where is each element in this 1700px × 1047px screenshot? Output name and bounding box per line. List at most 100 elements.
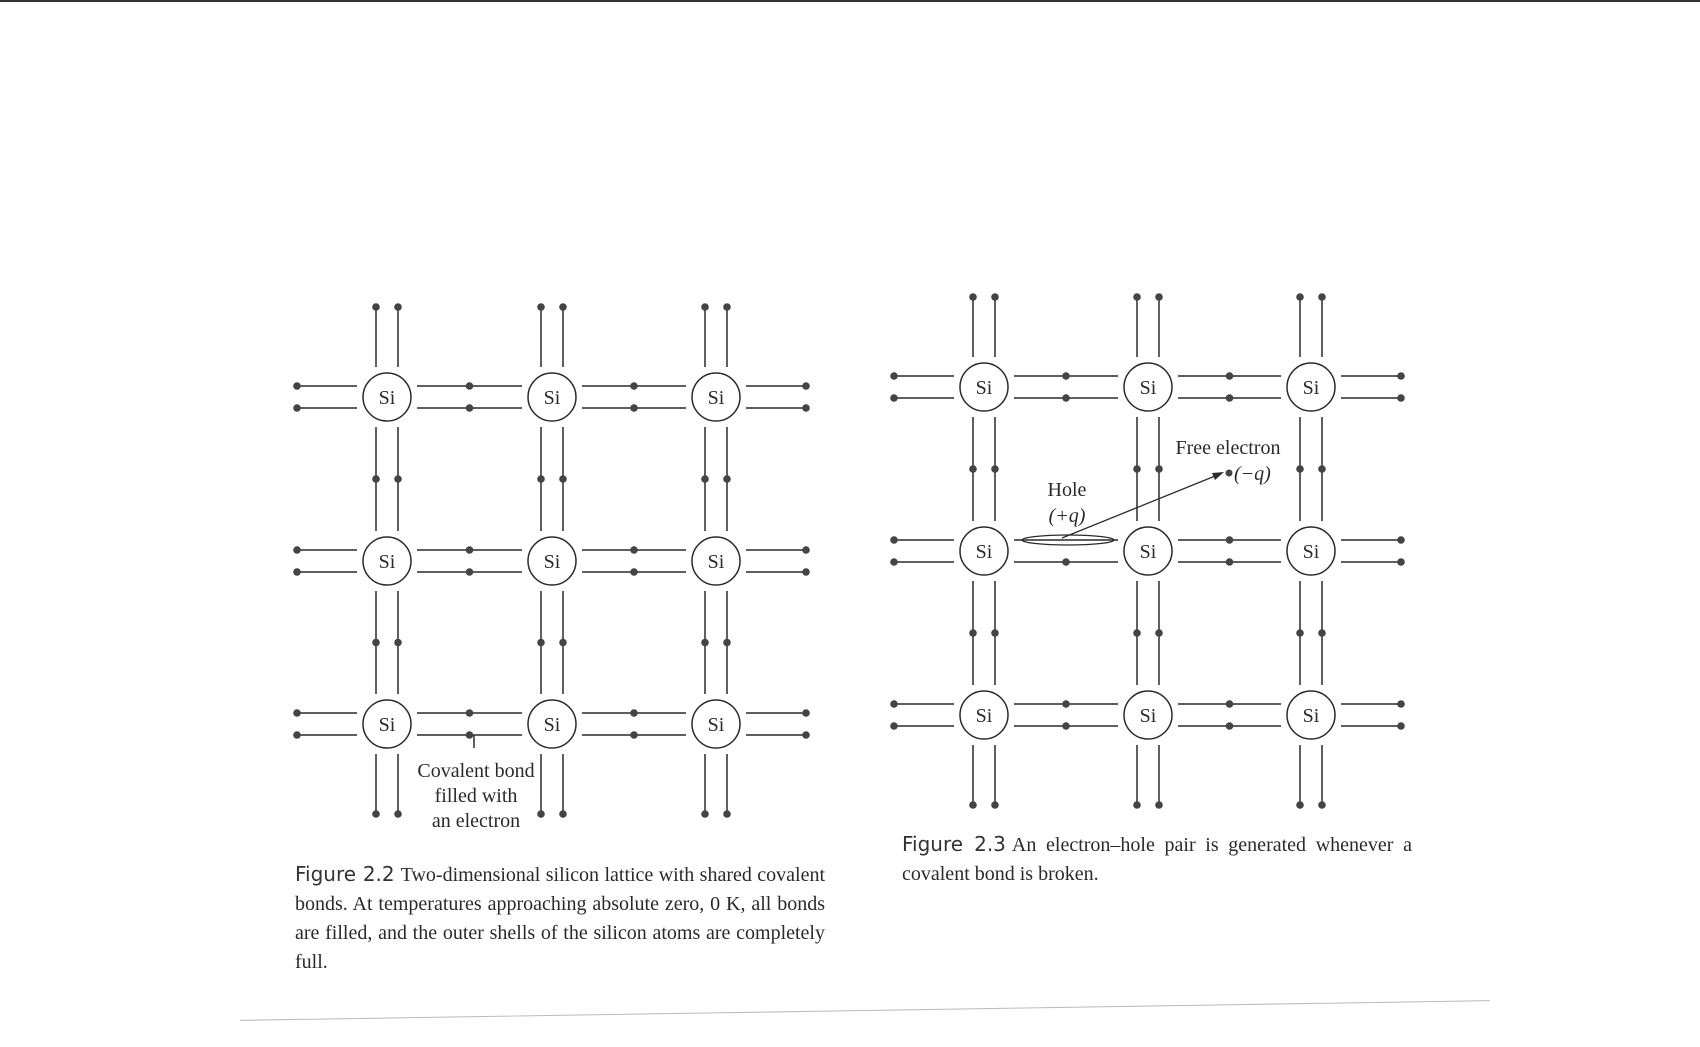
electron-dot xyxy=(1133,801,1141,809)
electron-dot xyxy=(465,568,474,576)
electron-dot xyxy=(802,568,810,576)
electron-dot xyxy=(559,303,567,311)
electron-dot xyxy=(293,382,301,390)
electron-dot xyxy=(394,810,402,818)
electron-dot xyxy=(890,394,898,402)
silicon-atom xyxy=(691,536,741,586)
electron-dot xyxy=(890,372,898,380)
silicon-atom xyxy=(691,699,741,749)
electron-dot xyxy=(1155,629,1163,637)
electron-dot xyxy=(1296,293,1304,301)
electron-dot xyxy=(1318,629,1326,637)
figure-2-2-label: Figure 2.2 xyxy=(295,862,395,886)
electron-dot xyxy=(293,709,301,717)
electron-dot xyxy=(991,293,999,301)
electron-dot xyxy=(1318,801,1326,809)
electron-dot xyxy=(537,475,545,483)
silicon-atom xyxy=(1286,526,1336,576)
electron-dot xyxy=(465,709,474,717)
silicon-atom-label: Si xyxy=(976,377,993,399)
electron-dot xyxy=(630,731,638,739)
silicon-atom-label: Si xyxy=(1303,541,1320,563)
silicon-atom xyxy=(527,536,577,586)
electron-dot xyxy=(1397,722,1405,730)
silicon-atom-label: Si xyxy=(708,387,725,409)
electron-dot xyxy=(969,801,977,809)
electron-dot xyxy=(293,546,301,554)
electron-dot xyxy=(630,546,638,554)
electron-dot xyxy=(723,810,731,818)
silicon-atom-label: Si xyxy=(1303,377,1320,399)
electron-dot xyxy=(1133,293,1141,301)
silicon-atom-label: Si xyxy=(1140,541,1157,563)
electron-dot xyxy=(802,731,810,739)
electron-dot xyxy=(701,475,709,483)
electron-dot xyxy=(1155,465,1163,473)
electron-dot xyxy=(1397,372,1405,380)
silicon-atom xyxy=(362,536,412,586)
annotation-line-1: Covalent bond xyxy=(417,760,534,782)
electron-dot xyxy=(1397,536,1405,544)
electron-dot xyxy=(802,404,810,412)
electron-dot xyxy=(723,475,731,483)
electron-dot xyxy=(1062,722,1070,730)
electron-dot xyxy=(1225,722,1234,730)
silicon-atom-label: Si xyxy=(708,551,725,573)
electron-dot xyxy=(293,568,301,576)
electron-dot xyxy=(372,810,380,818)
figure-2-2-caption-text: Two-dimensional silicon lattice with sha… xyxy=(295,864,826,973)
electron-dot xyxy=(1296,629,1304,637)
electron-dot xyxy=(1296,465,1304,473)
electron-dot xyxy=(1225,700,1234,708)
electron-dot xyxy=(1062,558,1070,566)
electron-dot xyxy=(890,722,898,730)
electron-dot xyxy=(1225,536,1234,544)
electron-dot xyxy=(559,638,567,647)
electron-dot xyxy=(1318,465,1326,473)
electron-dot xyxy=(1062,700,1070,708)
silicon-atom xyxy=(959,690,1009,740)
hole-label: Hole xyxy=(1048,479,1087,501)
silicon-atom-label: Si xyxy=(544,387,561,409)
electron-dot xyxy=(969,293,977,301)
electron-dot xyxy=(630,709,638,717)
free-electron-charge: (−q) xyxy=(1234,463,1271,485)
free-electron-dot xyxy=(1225,469,1233,477)
silicon-atom-label: Si xyxy=(708,714,725,736)
free-electron-label: Free electron xyxy=(1176,437,1281,459)
silicon-atom xyxy=(959,362,1009,412)
electron-dot xyxy=(394,475,402,483)
electron-dot xyxy=(394,638,402,647)
electron-dot xyxy=(802,546,810,554)
silicon-atom-label: Si xyxy=(976,541,993,563)
electron-dot xyxy=(890,558,898,566)
silicon-atom xyxy=(1123,690,1173,740)
electron-dot xyxy=(630,568,638,576)
silicon-atom-label: Si xyxy=(379,387,396,409)
figure-2-3-label: Figure 2.3 xyxy=(902,832,1006,856)
figure-2-3-caption-text: An electron–hole pair is generated whene… xyxy=(902,834,1412,885)
silicon-atom xyxy=(959,526,1009,576)
silicon-atom xyxy=(527,372,577,422)
figure-2-2-annotation: Covalent bond filled with an electron xyxy=(417,735,535,832)
silicon-atom-label: Si xyxy=(1140,705,1157,727)
electron-dot xyxy=(890,536,898,544)
electron-dot xyxy=(969,465,977,473)
electron-dot xyxy=(372,638,380,647)
electron-dot xyxy=(1296,801,1304,809)
electron-dot xyxy=(1062,372,1070,380)
electron-dot xyxy=(1155,293,1163,301)
electron-dot xyxy=(1397,558,1405,566)
electron-dot xyxy=(293,731,301,739)
silicon-atom xyxy=(691,372,741,422)
silicon-atom-label: Si xyxy=(379,551,396,573)
electron-dot xyxy=(969,629,977,637)
electron-dot xyxy=(559,475,567,483)
electron-dot xyxy=(1225,558,1234,566)
electron-dot xyxy=(537,638,545,647)
electron-dot xyxy=(991,465,999,473)
electron-dot xyxy=(465,404,474,412)
